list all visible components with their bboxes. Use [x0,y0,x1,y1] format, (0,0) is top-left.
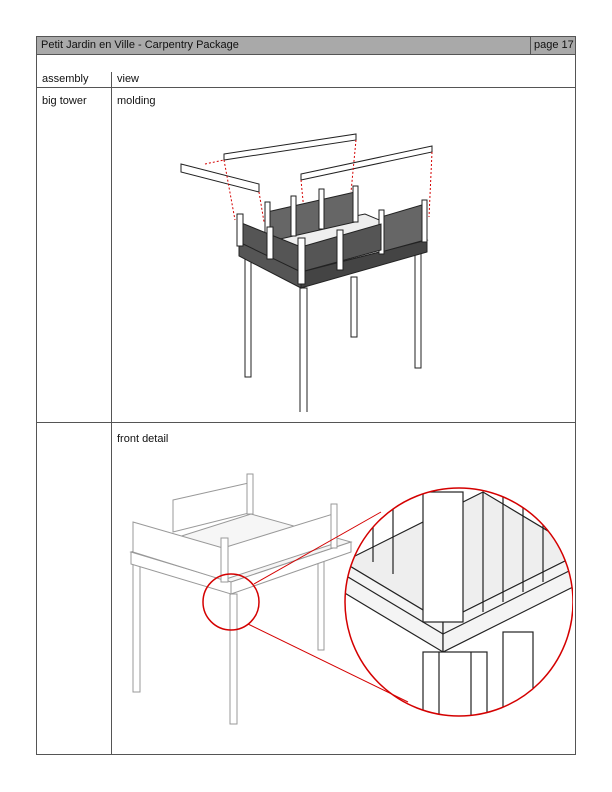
leg-back-right [414,249,422,369]
row-divider [37,422,575,423]
view-column-header: view [117,73,140,85]
header-bar: Petit Jardin en Ville - Carpentry Packag… [37,37,575,55]
tower-outline [129,473,353,725]
columns-divider [37,87,575,88]
molding-exploded-view [180,133,433,412]
tower-structure [236,185,429,412]
front-detail-view [129,473,573,725]
leg-back-middle [350,276,358,338]
carpentry-sheet: Petit Jardin en Ville - Carpentry Packag… [36,36,576,755]
row1-assembly: big tower [42,95,87,107]
document-title: Petit Jardin en Ville - Carpentry Packag… [41,39,239,51]
callout-leader-bottom [247,623,409,703]
page-number: page 17 [530,37,575,54]
magnified-detail [344,487,573,717]
leg-front-right [299,287,308,412]
detail-callout-circle [202,573,260,631]
leg-front-left [244,256,252,378]
molding-piece-left [180,163,260,193]
molding-guides [204,139,433,243]
column-separator [111,72,112,754]
molding-piece-top [223,133,357,161]
row1-view: molding [117,95,156,107]
molding-piece-right [300,145,433,181]
callout-leader-top [253,511,382,585]
assembly-column-header: assembly [42,73,89,85]
row2-view: front detail [117,433,169,445]
